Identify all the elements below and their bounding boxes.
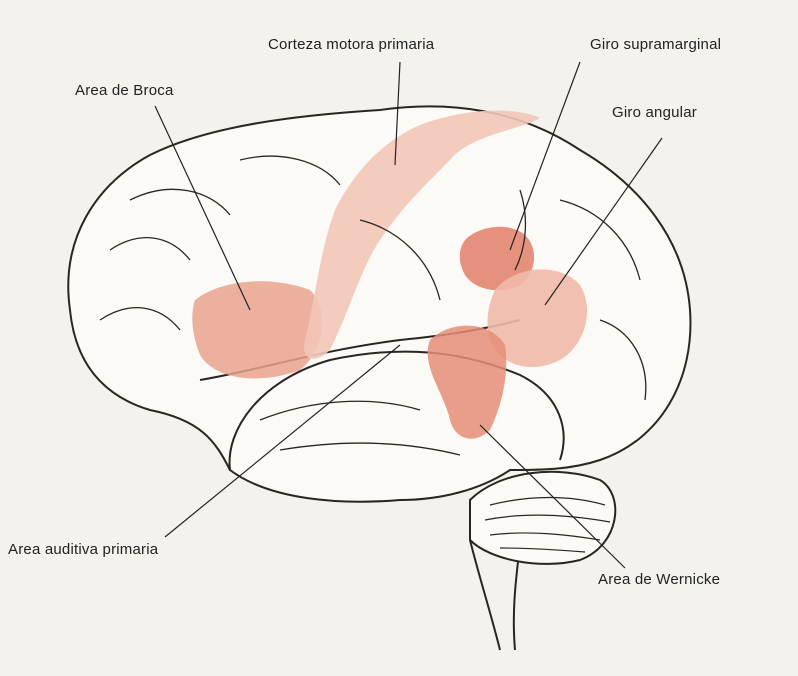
supramarginal-gyrus (459, 226, 535, 291)
label-angular-gyrus: Giro angular (612, 104, 697, 121)
gyri-lines (99, 155, 647, 456)
cerebellum (469, 470, 617, 565)
leader-motor-cortex (394, 61, 401, 166)
leader-broca (154, 105, 251, 311)
label-wernicke-area: Area de Wernicke (598, 571, 721, 588)
leader-wernicke (479, 424, 626, 569)
cerebrum-outline (67, 105, 692, 503)
label-auditory-area: Area auditiva primaria (8, 541, 159, 558)
angular-gyrus (487, 269, 588, 368)
brain-illustration (67, 105, 692, 651)
leader-auditory (164, 344, 401, 538)
label-supramarginal-gyrus: Giro supramarginal (590, 36, 722, 53)
wernicke-area (427, 325, 507, 439)
broca-area (192, 281, 323, 379)
leader-angular (544, 137, 663, 306)
leader-lines (154, 61, 663, 569)
leader-supramarginal (509, 61, 581, 251)
motor-cortex-region (304, 110, 540, 359)
temporal-lobe (228, 350, 565, 471)
label-motor-cortex: Corteza motora primaria (268, 36, 435, 53)
label-broca-area: Area de Broca (75, 82, 174, 99)
